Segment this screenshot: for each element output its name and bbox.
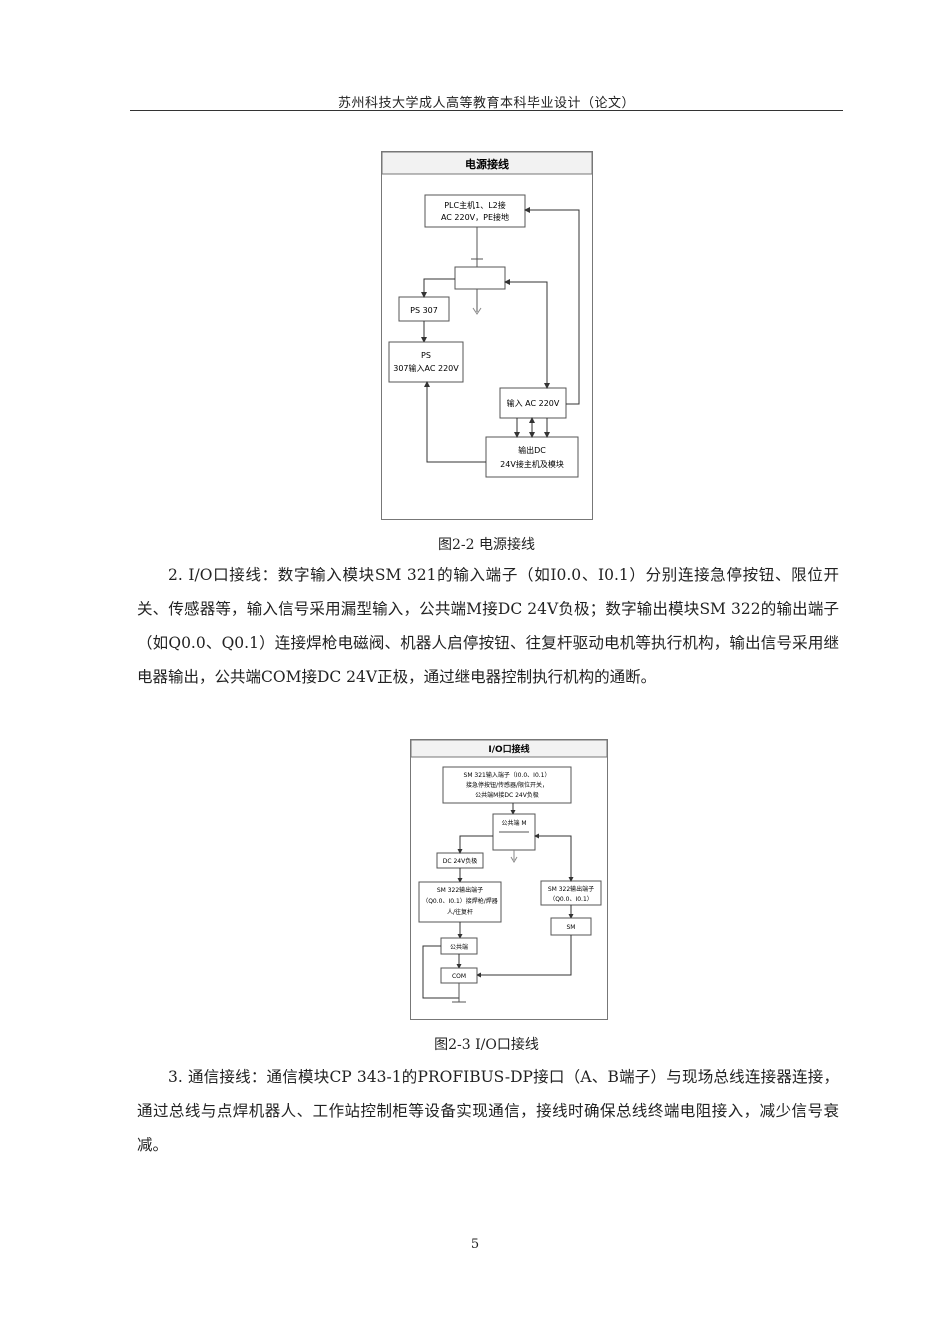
ps307-small-box (398, 296, 450, 322)
ac-input-label: 输入 AC 220V (507, 398, 560, 408)
figure2-heading: I/O口接线 (488, 743, 529, 755)
dc24-neg-label: DC 24V负极 (443, 857, 477, 865)
header-rule (130, 110, 843, 111)
plc-line2: AC 220V，PE接地 (441, 212, 509, 222)
ac-input-box (499, 387, 567, 419)
common-m-label: 公共端 M (501, 819, 526, 827)
sm322-right-line2: （Q0.0、I0.1） (549, 896, 593, 903)
dc-output-line2: 24V接主机及模块 (500, 459, 564, 469)
dc-output-box (485, 436, 579, 478)
ps307-input-line1: PS (421, 351, 431, 360)
power-wiring-figure: 电源接线 PLC主机1、L2接 AC 220V，PE接地 PS 307 PS 3… (381, 151, 593, 520)
sm322-left-line3: 人/往复杆 (447, 908, 473, 916)
ps307-input-line2: 307输入AC 220V (393, 363, 459, 373)
sm321-line2: 接急停按钮/传感器/限位开关， (466, 781, 548, 789)
page-number: 5 (470, 1237, 480, 1252)
figure1-caption: 图2-2 电源接线 (438, 537, 535, 553)
page-header: 苏州科技大学成人高等教育本科毕业设计（论文） (337, 96, 635, 111)
dc-output-line1: 输出DC (518, 445, 546, 455)
plc-line1: PLC主机1、L2接 (444, 200, 506, 210)
common-label: 公共端 (450, 943, 468, 951)
com-label: COM (452, 973, 466, 980)
ps307-small-label: PS 307 (410, 306, 438, 315)
plc-box (424, 194, 526, 228)
figure2-caption: 图2-3 I/O口接线 (434, 1037, 539, 1053)
sm322-left-line1: SM 322输出端子 (437, 886, 483, 894)
center-node (454, 266, 506, 290)
sm322-right-line1: SM 322输出端子 (548, 885, 594, 893)
sm322-left-box (418, 881, 502, 923)
paragraph-io-wiring: 2. I/O口接线：数字输入模块SM 321的输入端子（如I0.0、I0.1）分… (137, 566, 839, 686)
sm322-right-box (540, 880, 602, 906)
sm321-line3: 公共端M接DC 24V负极 (475, 791, 539, 799)
ps307-input-box (388, 341, 464, 383)
paragraph-communication-wiring: 3. 通信接线：通信模块CP 343-1的PROFIBUS-DP接口（A、B端子… (137, 1068, 839, 1154)
sm322-left-line2: （Q0.0、I0.1）接焊枪/焊器 (422, 897, 498, 905)
sm321-box (442, 766, 572, 804)
io-wiring-figure: I/O口接线 SM 321输入端子（I0.0、I0.1） 接急停按钮/传感器/限… (410, 739, 608, 1020)
figure1-heading: 电源接线 (465, 157, 509, 171)
sm-label: SM (567, 924, 576, 931)
sm321-line1: SM 321输入端子（I0.0、I0.1） (464, 771, 551, 779)
